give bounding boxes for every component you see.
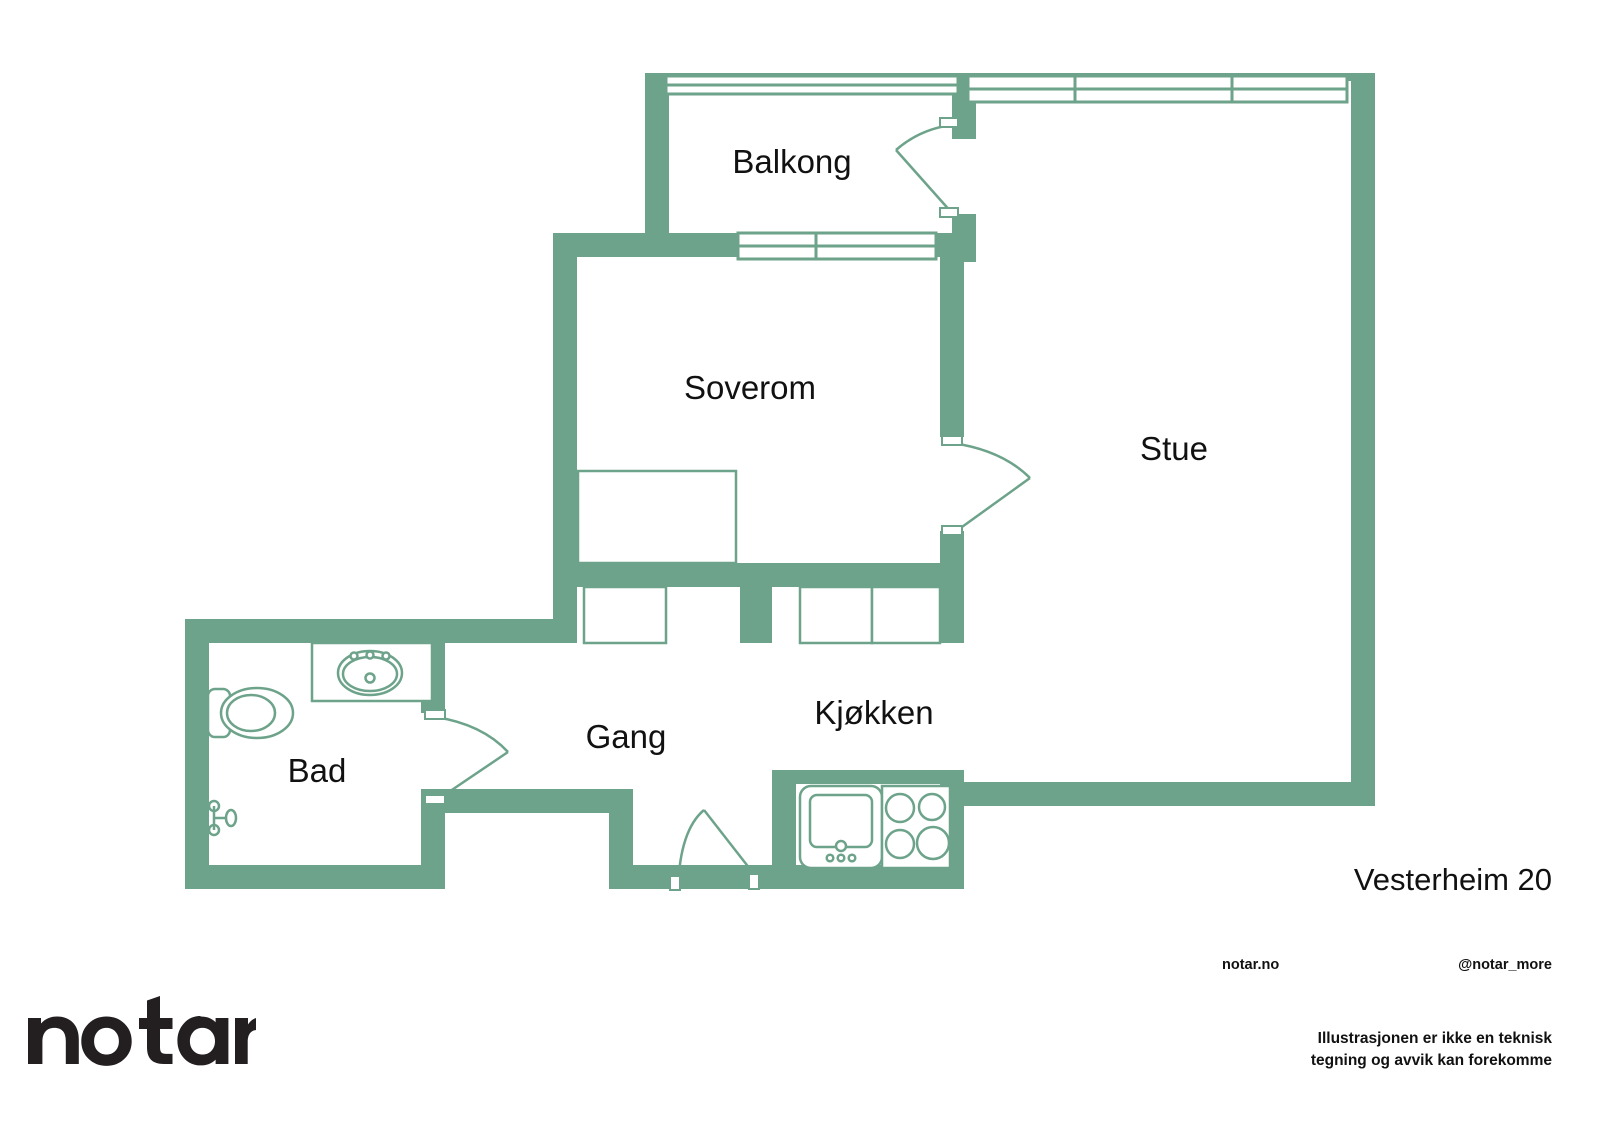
disclaimer-text: Illustrasjonen er ikke en teknisk tegnin… [1311, 1028, 1552, 1072]
oven-knob-icon [834, 839, 848, 853]
fixtures-group [206, 469, 952, 870]
bedroom-door-hinge-top [941, 435, 963, 446]
notar-logo [28, 996, 256, 1066]
bathroom-door-hinge-bottom [424, 794, 446, 805]
kitchen-counter-left [798, 585, 874, 645]
balcony-door-hinge-bottom [939, 207, 959, 218]
notar-wordmark [28, 996, 256, 1066]
wall-balcony-left [645, 73, 669, 233]
sink-drain-icon [364, 672, 376, 684]
entrance-door-hinge-left [669, 875, 681, 891]
floor-drain-fixture [207, 799, 238, 837]
room-label-soverom: Soverom [683, 369, 817, 406]
logo-letter-n [28, 1016, 79, 1064]
wall-bad-bottom [185, 865, 445, 889]
oven-dial-center-icon [836, 853, 846, 863]
wall-stue-bottom [951, 782, 1375, 806]
room-label-kjokken: Kjøkken [814, 694, 934, 731]
wall-gang-entry-sill [609, 865, 757, 889]
logo-letter-t [139, 996, 173, 1064]
wall-kitchen-ledge [772, 770, 964, 784]
windows-group [664, 74, 1349, 261]
cooktop-burner-bottom-right-icon [915, 825, 951, 861]
oven-fixture-door [808, 793, 874, 849]
logo-letter-a [177, 1016, 229, 1066]
bedroom-door-hinge-bottom [941, 525, 963, 536]
cooktop-burner-top-right-icon [917, 792, 947, 822]
disclaimer-line-1: Illustrasjonen er ikke en teknisk [1317, 1030, 1552, 1047]
footer-links: notar.no @notar_more [1222, 957, 1552, 973]
cooktop-burner-top-left-icon [884, 792, 916, 824]
wall-soverom-right-upper [940, 233, 964, 437]
balcony-door-arc-top [895, 123, 953, 151]
social-handle-link[interactable]: @notar_more [1458, 957, 1552, 973]
toilet-bowl-inner [225, 693, 277, 733]
kitchen-counter-right [870, 585, 942, 645]
balcony-door-leaf-top [895, 149, 953, 214]
doors-group [424, 117, 1031, 891]
wall-gang-top [185, 619, 577, 643]
room-label-stue: Stue [1140, 430, 1208, 467]
balcony-door-hinge-top [939, 117, 959, 128]
room-label-gang: Gang [585, 718, 667, 755]
wardrobe-fixture [576, 469, 738, 565]
sink-tap-hole-center-icon [365, 650, 375, 660]
bathroom-door-arc [434, 715, 509, 753]
bedroom-door-arc [951, 441, 1031, 479]
room-label-balkong: Balkong [732, 143, 852, 180]
cooktop-burner-bottom-left-icon [884, 828, 916, 860]
address-title: Vesterheim 20 [1353, 862, 1552, 897]
bedroom-door-leaf [954, 476, 1031, 534]
wall-soverom-right-lower [940, 531, 964, 563]
website-link[interactable]: notar.no [1222, 957, 1280, 973]
oven-dial-left-icon [825, 853, 835, 863]
hall-cabinet [582, 585, 668, 645]
wall-group [185, 73, 1375, 889]
logo-letter-r [235, 1017, 256, 1064]
wall-kitchen-right-upper [940, 563, 964, 643]
wall-gang-bottom [433, 789, 633, 813]
sink-tap-hole-right-icon [381, 651, 391, 661]
logo-letter-o [81, 1016, 132, 1066]
bathroom-door-leaf [436, 750, 509, 802]
bathroom-door-hinge-top [424, 709, 446, 720]
wall-mid-horizontal [553, 563, 964, 587]
disclaimer-line-2: tegning og avvik kan forekomme [1310, 1052, 1552, 1069]
floor-drain-head [224, 808, 238, 828]
wall-bad-left [185, 619, 209, 889]
wall-stue-right [1351, 73, 1375, 806]
entrance-door-hinge-right [748, 873, 760, 890]
sink-tap-hole-left-icon [349, 651, 359, 661]
room-label-bad: Bad [287, 752, 347, 789]
entrance-door-leaf [703, 809, 758, 879]
oven-dial-right-icon [847, 853, 857, 863]
